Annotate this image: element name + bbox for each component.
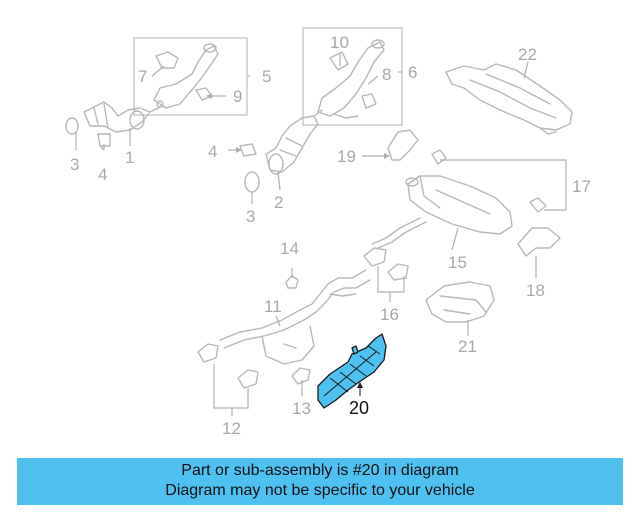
clamp-17-lower bbox=[529, 197, 547, 213]
callout-2: 2 bbox=[274, 193, 283, 212]
bracket-4-center bbox=[239, 143, 257, 157]
callout-3-left: 3 bbox=[70, 155, 79, 174]
banner-line-2: Diagram may not be specific to your vehi… bbox=[165, 482, 475, 499]
arrow-head bbox=[384, 153, 390, 159]
arrow-head bbox=[236, 147, 242, 153]
callout-8: 8 bbox=[382, 65, 391, 84]
callout-22: 22 bbox=[518, 45, 537, 64]
callout-14: 14 bbox=[280, 239, 299, 258]
gasket-3-center bbox=[244, 171, 260, 193]
callout-15: 15 bbox=[448, 253, 467, 272]
clamp-13 bbox=[291, 367, 311, 385]
converter-assembly-6 bbox=[317, 39, 385, 119]
callout-5: 5 bbox=[262, 67, 271, 86]
heat-shield-22 bbox=[445, 63, 573, 135]
banner-line-1: Part or sub-assembly is #20 in diagram bbox=[181, 462, 459, 479]
callout-18: 18 bbox=[526, 281, 545, 300]
gasket-3-left bbox=[65, 117, 79, 135]
callout-7: 7 bbox=[138, 67, 147, 86]
callout-4-left: 4 bbox=[98, 165, 107, 184]
clamp-16-left bbox=[363, 247, 387, 267]
converter-assembly-5 bbox=[153, 43, 219, 109]
clamp-17-upper bbox=[431, 149, 447, 165]
callout-17: 17 bbox=[572, 177, 591, 196]
callout-9: 9 bbox=[233, 87, 242, 106]
clamp-16-right bbox=[387, 263, 409, 281]
callout-6: 6 bbox=[408, 63, 417, 82]
callout-13: 13 bbox=[292, 399, 311, 418]
catalytic-converter-center bbox=[265, 109, 323, 175]
heat-shield-21 bbox=[425, 281, 495, 323]
exhaust-parts-diagram: 1 3 4 7 9 5 10 8 6 4 3 2 22 19 17 15 18 … bbox=[65, 27, 591, 438]
callout-12: 12 bbox=[222, 419, 241, 438]
arrow-head bbox=[206, 93, 212, 99]
callout-4-center: 4 bbox=[208, 142, 217, 161]
callout-19: 19 bbox=[337, 147, 356, 166]
catalytic-converter-left bbox=[83, 101, 163, 133]
rear-muffler-15 bbox=[371, 175, 513, 249]
callout-3-center: 3 bbox=[246, 207, 255, 226]
callout-11: 11 bbox=[264, 297, 282, 316]
hanger-18 bbox=[517, 227, 561, 257]
callout-1: 1 bbox=[125, 148, 134, 167]
clamp-12-lower bbox=[237, 369, 259, 389]
hanger-19 bbox=[387, 129, 419, 161]
hanger-14 bbox=[285, 275, 299, 289]
intermediate-pipe-11 bbox=[219, 269, 371, 365]
callout-10: 10 bbox=[330, 33, 349, 52]
bracket-4-left bbox=[97, 133, 111, 151]
clamp-12-upper bbox=[197, 343, 219, 363]
heat-shield-20-highlighted[interactable] bbox=[317, 333, 387, 409]
leader-lines bbox=[75, 54, 567, 416]
callout-20[interactable]: 20 bbox=[349, 398, 369, 418]
callout-16: 16 bbox=[380, 305, 399, 324]
sub-assembly-box-5 bbox=[133, 37, 248, 116]
sub-assembly-box-6 bbox=[302, 27, 403, 126]
callout-21: 21 bbox=[458, 337, 477, 356]
part-info-banner: Part or sub-assembly is #20 in diagram D… bbox=[17, 458, 623, 505]
